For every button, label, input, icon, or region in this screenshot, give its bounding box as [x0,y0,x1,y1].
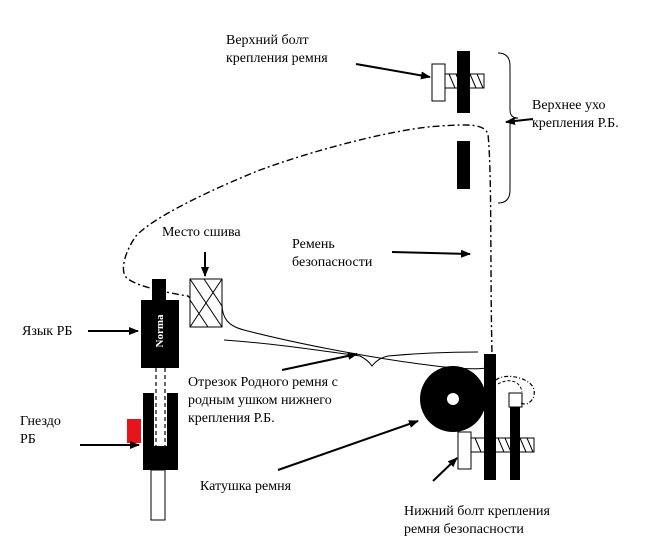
belt-reel [420,366,486,432]
tongue-brand-stamp: Norma [154,314,166,348]
label-top-bolt: Верхний болт крепления ремня [226,33,328,66]
upper-pillar-lower-bar [457,141,470,189]
label-socket: Гнездо РБ [20,414,61,447]
upper-ear-brace [497,52,519,204]
arrow-top-ear [505,117,534,125]
upper-anchor [431,51,485,189]
upper-pillar-bar [457,51,470,113]
arrow-bottom-bolt [432,457,458,482]
upper-bolt-washer [431,63,446,102]
lower-anchor [457,354,535,480]
lower-ear-loop [495,375,535,405]
arrow-native-segment [281,351,358,371]
stitch-box [189,278,223,328]
label-reel: Катушка ремня [200,479,292,494]
label-stitch-place: Место сшива [162,225,241,240]
label-native-segment: Отрезок Родного ремня с родным ушком ниж… [188,375,338,426]
label-bottom-bolt: Нижний болт крепления ремня безопасности [404,504,550,537]
arrow-reel [277,420,419,471]
label-belt: Ремень безопасности [292,237,373,270]
lower-ear-plate [508,392,523,408]
native-segment-brace [223,339,479,367]
lower-mount-bar [484,354,496,480]
socket-release-button [127,419,141,443]
lower-ear-bar [510,400,520,480]
label-top-ear: Верхнее ухо крепления Р.Б. [532,98,619,131]
arrow-belt [391,249,471,258]
lower-bolt-washer [457,431,472,470]
socket-stem [150,469,166,521]
native-belt-segment [221,303,487,370]
belt-tongue [141,279,179,446]
arrow-top-bolt [355,63,431,80]
label-tongue: Язык РБ [22,324,73,339]
buckle-socket [127,393,178,521]
